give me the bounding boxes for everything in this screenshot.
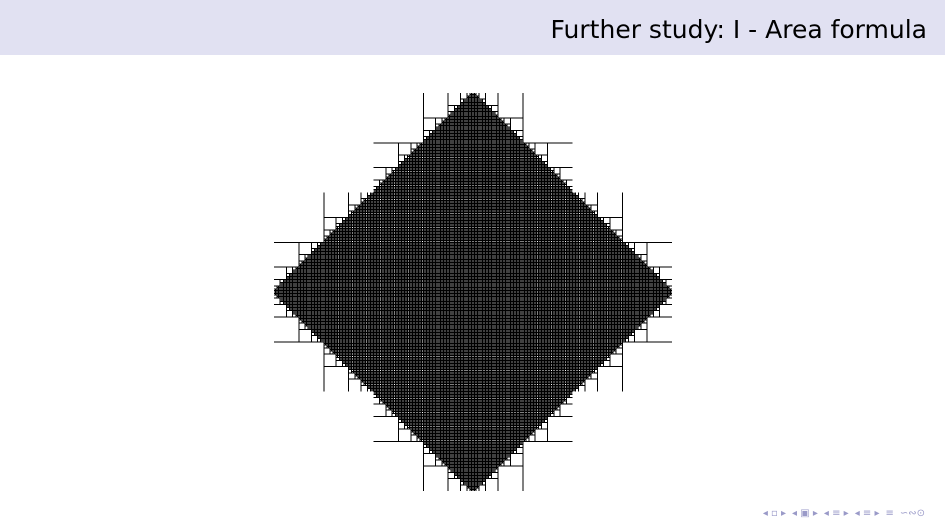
frame-header: Further study: I - Area formula <box>0 0 945 55</box>
frame-title: Further study: I - Area formula <box>551 15 927 44</box>
